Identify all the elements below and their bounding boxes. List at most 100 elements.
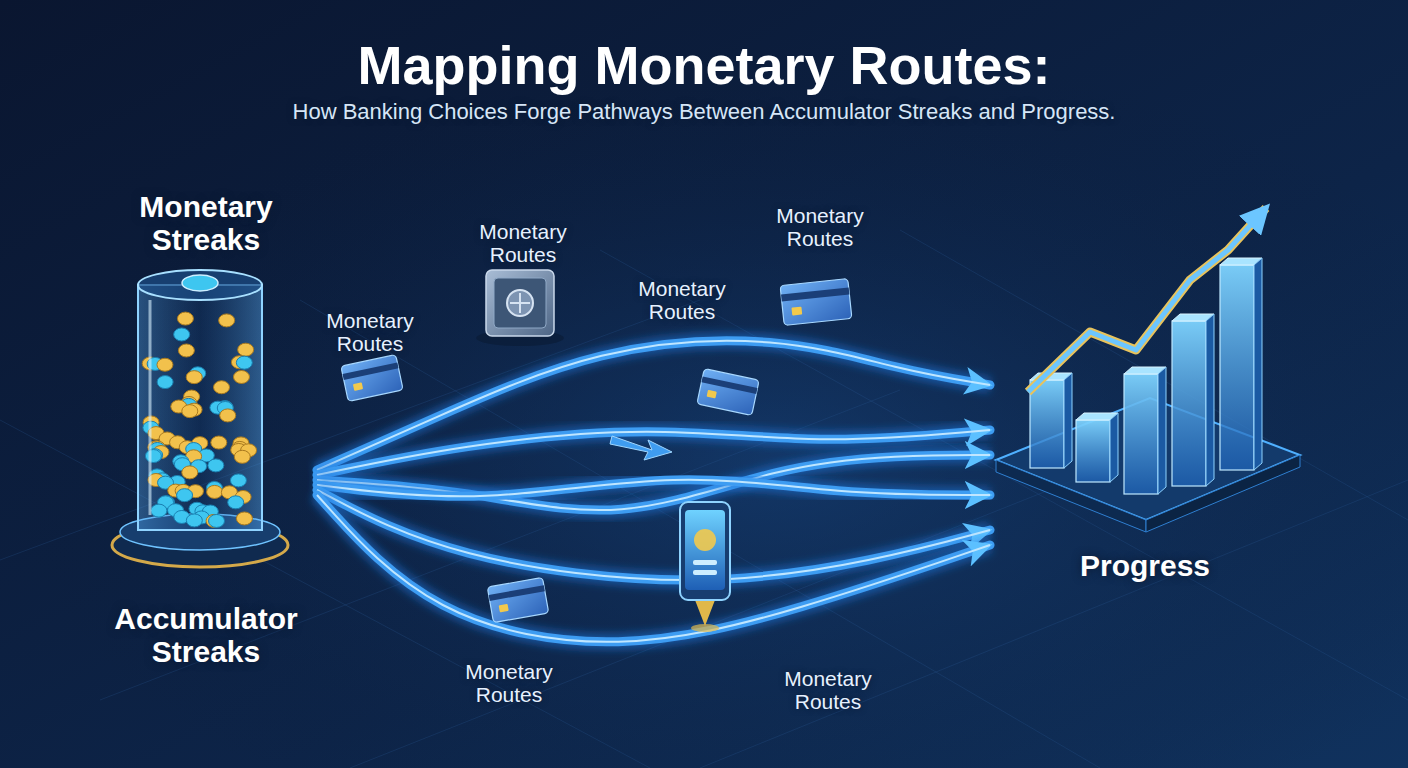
ribbon-core xyxy=(317,455,990,510)
coin xyxy=(208,459,224,472)
grid-line xyxy=(600,250,1408,700)
grid-line xyxy=(0,420,650,768)
coin xyxy=(177,489,193,502)
ribbon-core xyxy=(317,480,990,497)
card-body xyxy=(487,577,548,622)
coin xyxy=(207,485,223,498)
safe-body xyxy=(486,270,554,336)
bar-front xyxy=(1030,380,1064,468)
phone-pin xyxy=(695,600,715,626)
route-ribbon xyxy=(317,495,990,642)
chart-illustration xyxy=(996,208,1300,532)
phone-coin xyxy=(694,529,716,551)
card-chip xyxy=(499,604,509,612)
bar-front xyxy=(1172,321,1206,486)
jar-body xyxy=(138,285,262,530)
ribbon-core xyxy=(317,495,990,642)
chart-bar xyxy=(1172,314,1214,486)
phone-icon xyxy=(680,502,730,632)
bar-side xyxy=(1158,367,1166,494)
route-ribbon xyxy=(317,455,990,510)
ribbon-glow xyxy=(317,341,990,470)
card-body xyxy=(780,279,852,326)
bar-front xyxy=(1124,374,1158,494)
coin xyxy=(236,356,252,369)
node-outline xyxy=(95,190,317,668)
coin xyxy=(178,344,194,357)
card-chip xyxy=(353,382,363,391)
ribbon-glow xyxy=(317,480,990,497)
jar-lid-coin xyxy=(182,275,218,291)
safe-icon xyxy=(476,270,564,346)
card-chip xyxy=(707,390,717,399)
coin xyxy=(174,328,190,341)
label-wrap: Monetary Routes xyxy=(612,277,752,323)
chart-bar xyxy=(1124,367,1166,494)
safe-dial xyxy=(507,290,533,316)
ribbon-glow xyxy=(317,455,990,510)
coin xyxy=(186,514,202,527)
card-icon xyxy=(697,369,759,416)
route-label: Monetary Routes xyxy=(758,667,898,713)
ribbon-core xyxy=(317,430,990,475)
ribbon-body xyxy=(317,341,990,470)
ribbon-glow xyxy=(317,430,990,475)
floor-grid xyxy=(0,230,1408,768)
chart-bar xyxy=(1076,413,1118,482)
coin xyxy=(182,466,198,479)
card-stripe xyxy=(489,585,545,601)
bar-side xyxy=(1064,373,1072,468)
ribbon-body xyxy=(317,490,990,580)
card-stripe xyxy=(343,362,399,380)
phone-body xyxy=(680,502,730,600)
ribbon-glow xyxy=(317,490,990,580)
label-wrap: Monetary Routes xyxy=(758,667,898,713)
coin xyxy=(209,514,225,527)
safe-shadow xyxy=(476,330,564,346)
grid-line xyxy=(0,300,700,560)
grid-line xyxy=(300,300,1100,768)
label-wrap: Monetary Routes xyxy=(300,309,440,355)
phone-pin-base xyxy=(691,624,719,632)
safe-dial-spoke xyxy=(519,293,521,313)
coin xyxy=(238,343,254,356)
node-heading: Monetary Streaks xyxy=(95,190,317,256)
bar-side xyxy=(1110,413,1118,482)
bar-front xyxy=(1220,265,1254,470)
route-ribbon xyxy=(317,341,990,470)
node-heading: Progress xyxy=(1080,549,1210,582)
route-ribbon xyxy=(317,490,990,580)
label-wrap: Monetary Routes xyxy=(453,220,593,266)
card-icon xyxy=(780,279,852,326)
ribbon-body xyxy=(317,495,990,642)
coin xyxy=(220,409,236,422)
card-icon xyxy=(341,355,403,402)
node-outline xyxy=(990,190,1300,582)
safe-dial-spoke xyxy=(510,302,530,304)
bar-front xyxy=(1076,420,1110,482)
trend-line xyxy=(1028,208,1266,392)
coin xyxy=(219,314,235,327)
flow-arrow xyxy=(610,436,672,460)
card-chip xyxy=(791,307,802,316)
card-body xyxy=(697,369,759,416)
node-heading: Accumulator Streaks xyxy=(95,602,317,668)
route-label: Monetary Routes xyxy=(612,277,752,323)
ribbon-body xyxy=(317,430,990,475)
coin xyxy=(186,371,202,384)
subtitle: How Banking Choices Forge Pathways Betwe… xyxy=(54,100,1354,124)
jar-illustration xyxy=(112,270,288,567)
coin xyxy=(151,504,167,517)
title-wrap: Mapping Monetary Routes: xyxy=(0,36,1408,95)
coin xyxy=(233,370,249,383)
bar-side xyxy=(1254,258,1262,470)
title: Mapping Monetary Routes: xyxy=(0,36,1408,95)
card-body xyxy=(341,355,403,402)
coin-pile xyxy=(142,312,256,527)
phone-bar xyxy=(693,570,717,575)
route-label: Monetary Routes xyxy=(750,204,890,250)
label-wrap: How Banking Choices Forge Pathways Betwe… xyxy=(54,100,1354,124)
